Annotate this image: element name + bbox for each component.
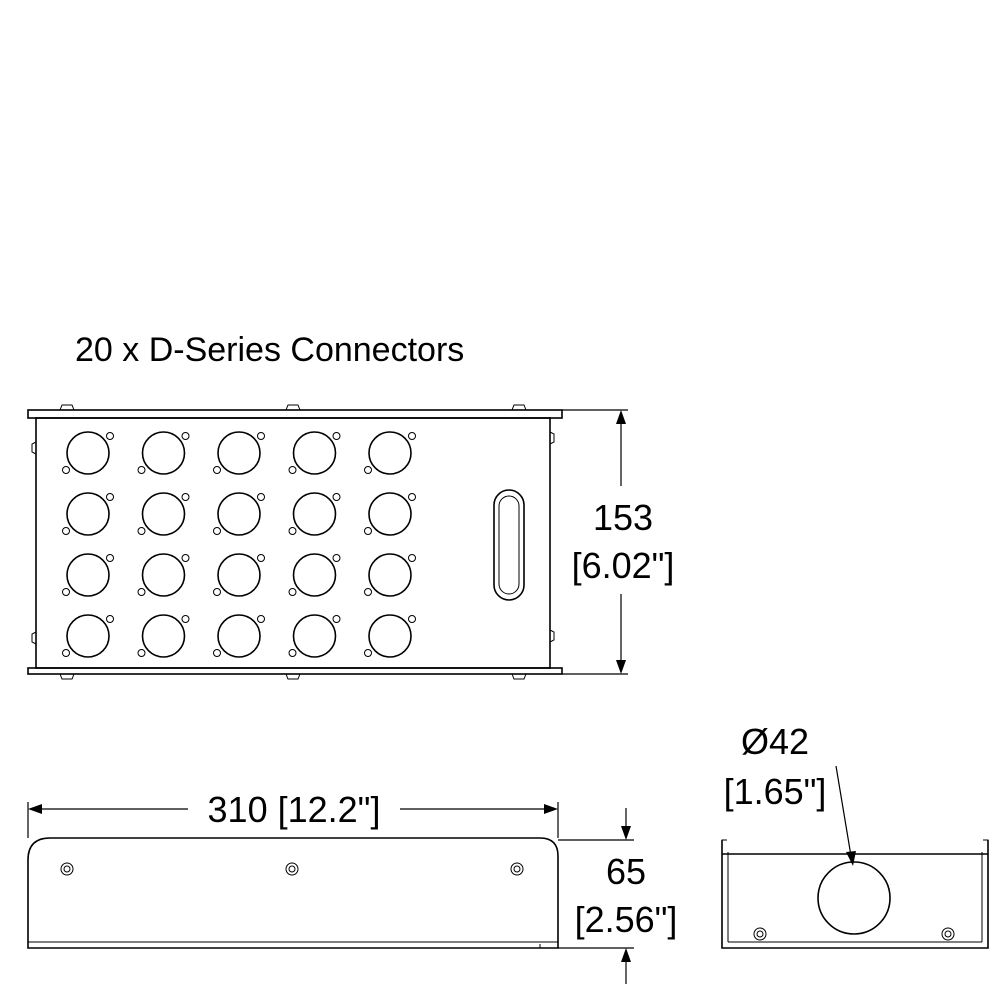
end-screw-icon: [753, 927, 767, 941]
hole-mm-label: Ø42: [741, 721, 809, 762]
depth-dimension: 65 [2.56"]: [558, 808, 677, 984]
hole-dimension: Ø42 [1.65"]: [724, 721, 856, 866]
d-series-connector-icon: [137, 492, 190, 536]
d-series-connector-icon: [288, 553, 341, 597]
d-series-connector-icon: [137, 614, 190, 658]
height-in-label: [6.02"]: [572, 545, 675, 586]
d-series-connector-icon: [288, 614, 341, 658]
height-dimension: 153 [6.02"]: [562, 409, 675, 675]
d-series-connector-icon: [363, 431, 417, 475]
d-series-connector-icon: [288, 492, 341, 536]
d-series-connector-icon: [288, 431, 341, 475]
end-screw-icon: [941, 927, 955, 941]
handle-slot: [493, 489, 525, 601]
connector-grid: [61, 431, 417, 658]
side-screw-icon: [510, 862, 524, 876]
depth-mm-label: 65: [606, 851, 646, 892]
side-screw-icon: [285, 862, 299, 876]
d-series-connector-icon: [212, 553, 266, 597]
front-view-panel: [27, 404, 563, 680]
end-view-panel: [721, 839, 989, 949]
cable-entry-hole: [817, 861, 891, 935]
d-series-connector-icon: [212, 492, 266, 536]
width-label: 310 [12.2"]: [208, 789, 381, 830]
d-series-connector-icon: [61, 614, 115, 658]
d-series-connector-icon: [363, 492, 417, 536]
d-series-connector-icon: [137, 553, 190, 597]
width-dimension: 310 [12.2"]: [27, 789, 559, 838]
d-series-connector-icon: [61, 492, 115, 536]
d-series-connector-icon: [61, 553, 115, 597]
d-series-connector-icon: [212, 431, 266, 475]
side-screw-icon: [60, 862, 74, 876]
hole-in-label: [1.65"]: [724, 771, 827, 812]
d-series-connector-icon: [363, 553, 417, 597]
d-series-connector-icon: [212, 614, 266, 658]
height-mm-label: 153: [593, 497, 653, 538]
depth-in-label: [2.56"]: [575, 899, 678, 940]
d-series-connector-icon: [61, 431, 115, 475]
d-series-connector-icon: [137, 431, 190, 475]
d-series-connector-icon: [363, 614, 417, 658]
side-view-panel: [27, 837, 559, 949]
drawing-title: 20 x D-Series Connectors: [75, 331, 464, 369]
